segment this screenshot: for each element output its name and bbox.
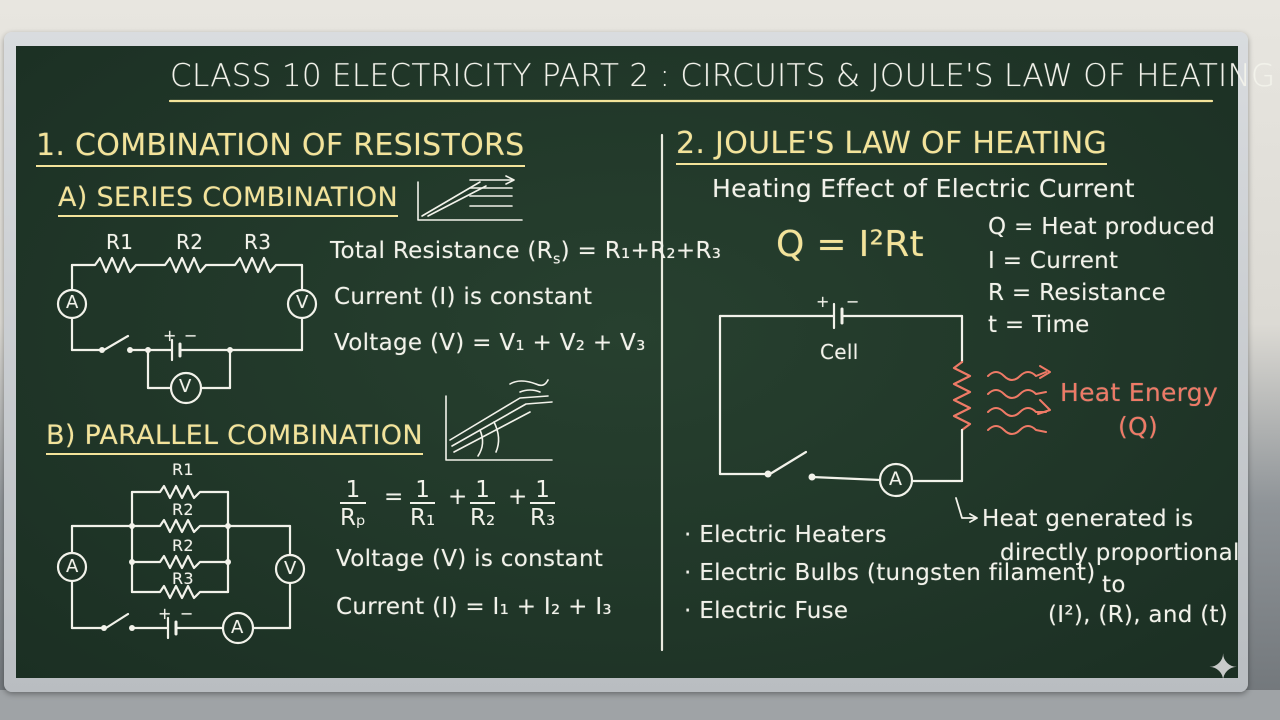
wall-bottom xyxy=(0,690,1280,720)
series-voltmeter-label: V xyxy=(296,292,309,313)
series-r1-label: R1 xyxy=(106,230,134,254)
parallel-bottom-ammeter-label: A xyxy=(231,617,244,638)
series-ammeter-label: A xyxy=(66,292,79,313)
application-item-3: · Electric Fuse xyxy=(684,598,848,624)
board-title: CLASS 10 ELECTRICITY PART 2 : CIRCUITS &… xyxy=(170,58,1276,94)
fraction-numerator: 1 xyxy=(340,478,366,504)
fraction-r1: 1 R₁ xyxy=(410,478,436,532)
joule-cell-plus: + xyxy=(816,292,830,311)
parallel-voltmeter-label: V xyxy=(284,558,297,579)
heat-waves xyxy=(987,365,1051,435)
parallel-r-label-1: R1 xyxy=(172,460,194,479)
joule-circuit xyxy=(718,302,972,498)
series-bottom-voltmeter-label: V xyxy=(179,376,192,397)
parallel-sketch xyxy=(445,379,553,461)
heading-parallel-combination: B) PARALLEL COMBINATION xyxy=(46,420,423,455)
series-circuit xyxy=(56,256,318,405)
legend-q: Q = Heat produced xyxy=(988,214,1216,240)
joule-cell-minus: − xyxy=(846,292,860,311)
note-line-3: to xyxy=(1102,572,1126,598)
series-r2-label: R2 xyxy=(176,230,204,254)
parallel-voltage-text: Voltage (V) is constant xyxy=(336,546,604,572)
application-item-2: · Electric Bulbs (tungsten filament) xyxy=(684,560,1096,586)
bullet-icon: · xyxy=(684,598,692,624)
fraction-numerator: 1 xyxy=(530,478,556,504)
heading-text: A) SERIES COMBINATION xyxy=(58,182,398,217)
note-line-2: directly proportional xyxy=(1000,540,1240,566)
heat-q-label: (Q) xyxy=(1118,412,1159,441)
total-resistance-label: Total Resistance (R xyxy=(330,238,553,264)
equals-sign: = xyxy=(384,484,404,510)
heading-text: B) PARALLEL COMBINATION xyxy=(46,420,423,455)
legend-i: I = Current xyxy=(988,248,1119,274)
total-resistance-sub: s xyxy=(552,251,561,268)
series-r3-label: R3 xyxy=(244,230,272,254)
application-text: Electric Bulbs (tungsten filament) xyxy=(699,560,1096,586)
fraction-rp: 1 Rₚ xyxy=(340,478,366,532)
series-current-text: Current (I) is constant xyxy=(334,284,593,310)
total-resistance-formula: Total Resistance (Rs) = R₁+R₂+R₃ xyxy=(330,238,721,268)
heading-combination-of-resistors: 1. COMBINATION OF RESISTORS xyxy=(36,128,525,167)
parallel-r-label-2: R2 xyxy=(172,500,194,519)
parallel-circuit xyxy=(56,484,306,645)
series-voltage-text: Voltage (V) = V₁ + V₂ + V₃ xyxy=(334,330,646,356)
fraction-denominator: R₂ xyxy=(470,505,496,531)
fraction-denominator: R₁ xyxy=(410,505,436,531)
fraction-numerator: 1 xyxy=(470,478,496,504)
parallel-cell-minus: − xyxy=(180,604,194,623)
heading-series-combination: A) SERIES COMBINATION xyxy=(58,182,398,217)
parallel-ammeter-label: A xyxy=(66,556,79,577)
legend-t: t = Time xyxy=(988,312,1090,338)
parallel-r-label-3: R2 xyxy=(172,536,194,555)
series-cell-minus: − xyxy=(184,326,198,345)
heading-text: 1. COMBINATION OF RESISTORS xyxy=(36,128,525,167)
sparkle-icon: ✦ xyxy=(1208,648,1239,689)
series-sketch xyxy=(417,175,523,221)
application-item-1: · Electric Heaters xyxy=(684,522,887,548)
parallel-current-text: Current (I) = I₁ + I₂ + I₃ xyxy=(336,594,612,620)
fraction-r3: 1 R₃ xyxy=(530,478,556,532)
note-line-4: (I²), (R), and (t) xyxy=(1048,602,1229,628)
fraction-r2: 1 R₂ xyxy=(470,478,496,532)
parallel-r-label-4: R3 xyxy=(172,569,194,588)
application-text: Electric Heaters xyxy=(699,522,887,548)
plus-sign-2: + xyxy=(508,484,528,510)
joule-ammeter-label: A xyxy=(889,468,903,490)
series-cell-plus: + xyxy=(163,326,177,345)
fraction-denominator: R₃ xyxy=(530,505,556,531)
bullet-icon: · xyxy=(684,560,692,586)
fraction-denominator: Rₚ xyxy=(340,505,366,531)
cell-label: Cell xyxy=(820,340,859,364)
application-text: Electric Fuse xyxy=(699,598,849,624)
chalkboard xyxy=(16,46,1238,678)
heading-text: 2. JOULE'S LAW OF HEATING xyxy=(676,126,1108,165)
total-resistance-rhs: ) = R₁+R₂+R₃ xyxy=(560,238,722,264)
joule-formula: Q = I²Rt xyxy=(776,224,924,265)
legend-r: R = Resistance xyxy=(988,280,1167,306)
bullet-icon: · xyxy=(684,522,692,548)
note-line-1: Heat generated is xyxy=(982,506,1194,532)
parallel-cell-plus: + xyxy=(158,604,172,623)
heat-energy-label: Heat Energy xyxy=(1060,378,1219,407)
heading-joules-law: 2. JOULE'S LAW OF HEATING xyxy=(676,126,1108,165)
joule-subheading: Heating Effect of Electric Current xyxy=(712,174,1135,203)
fraction-numerator: 1 xyxy=(410,478,436,504)
plus-sign-1: + xyxy=(448,484,468,510)
